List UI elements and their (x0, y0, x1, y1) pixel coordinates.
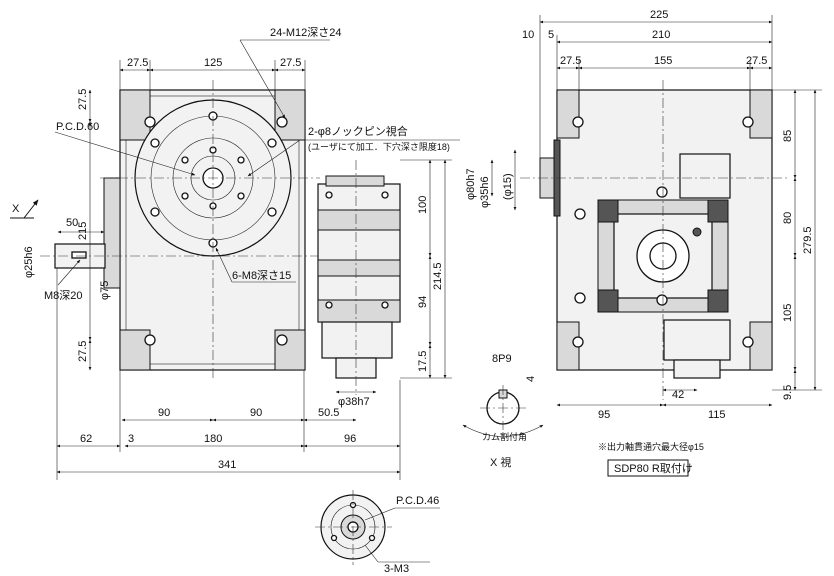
dim-top-mid: 125 (204, 57, 222, 69)
tap-note-2: 6-M8深さ15 (232, 269, 291, 282)
key-depth: 4 (525, 376, 537, 382)
dim-shaft-dia: φ25h6 (23, 246, 35, 278)
dim-right-27-5b: 27.5 (746, 55, 767, 67)
dim-bottom-180: 180 (204, 433, 222, 445)
view-arrow-label: X (12, 203, 20, 215)
bottom-detail (315, 490, 440, 565)
dim-right-105: 105 (782, 304, 794, 322)
dim-left-top: 27.5 (77, 89, 89, 110)
top-left-lug (119, 89, 151, 141)
dim-bore-80: φ80h7 (465, 168, 477, 200)
bottom-pcd-note: P.C.D.46 (396, 495, 439, 507)
dim-right-80: 80 (782, 212, 794, 224)
dim-right-95: 95 (598, 409, 610, 421)
dim-shaft-35: φ35h6 (479, 176, 491, 208)
dim-left-bottom: 27.5 (77, 341, 89, 362)
dim-overall-341: 341 (218, 459, 236, 471)
keyway-detail (462, 385, 544, 437)
bottom-detail-labels: P.C.D.46 3-M3 (384, 495, 439, 575)
dim-right-225: 225 (650, 9, 668, 21)
side-dimensions (335, 159, 452, 394)
dim-right-10: 10 (522, 29, 534, 41)
dim-bottom-90a: 90 (158, 407, 170, 419)
pcd-note: P.C.D.60 (56, 121, 99, 133)
cam-label: カム割付角 (482, 431, 527, 442)
right-labels: 225 10 5 210 27.5 155 27.5 φ35h6 (φ15) 8… (479, 9, 814, 475)
corner-hole (144, 334, 156, 346)
model-label: SDP80 R取付け (614, 462, 693, 475)
tapped-holes-note: 24-M12深さ24 (270, 26, 342, 39)
dim-right-27-5a: 27.5 (560, 55, 581, 67)
dim-right-5: 5 (548, 29, 554, 41)
right-view (520, 80, 790, 400)
dim-left-mid: 215 (77, 222, 89, 240)
bore-note: ※出力軸貫通穴最大径φ15 (598, 441, 704, 452)
dim-right-85: 85 (782, 130, 794, 142)
dim-shaft-length: 50 (66, 217, 78, 229)
view-label: X 視 (490, 455, 511, 469)
dim-shaft-38: φ38h7 (338, 396, 370, 408)
pin-note-1: 2-φ8ノックピン視合 (308, 124, 408, 138)
dim-boss-dia: φ75 (99, 281, 111, 300)
dim-top-left: 27.5 (127, 57, 148, 69)
bottom-left-lug (119, 329, 151, 371)
right-dimensions (490, 15, 822, 407)
side-view (317, 160, 401, 395)
dim-right-279-5: 279.5 (802, 226, 814, 254)
pin-note-2: (ユーザにて加工．下穴深さ限度18) (308, 141, 450, 152)
dim-side-214-5: 214.5 (432, 262, 444, 290)
dim-bottom-50-5: 50.5 (318, 407, 339, 419)
dim-right-210: 210 (652, 29, 670, 41)
corner-hole (276, 116, 288, 128)
front-dimensions (10, 39, 460, 480)
dim-right-155: 155 (654, 55, 672, 67)
dim-right-115: 115 (708, 409, 726, 421)
corner-hole (144, 116, 156, 128)
keyway-labels: 8P9 4 カム割付角 X 視 (482, 353, 537, 469)
dim-top-right: 27.5 (280, 57, 301, 69)
dim-right-9-5: 9.5 (782, 385, 794, 400)
dim-bottom-62: 62 (80, 433, 92, 445)
shaft-tap-note: M8深20 (44, 289, 83, 302)
dim-right-42: 42 (672, 389, 684, 401)
dim-shaft-15: (φ15) (502, 173, 514, 200)
input-boss (103, 177, 121, 289)
dim-side-94: 94 (417, 296, 429, 308)
corner-hole (276, 334, 288, 346)
model-label-box (607, 459, 689, 477)
side-housing (317, 183, 401, 323)
front-labels: 27.5 125 27.5 24-M12深さ24 P.C.D.60 2-φ8ノッ… (12, 26, 450, 471)
side-labels: 100 214.5 94 17.5 φ38h7 φ80h7 (338, 168, 477, 408)
dim-bottom-96: 96 (344, 433, 356, 445)
key-label: 8P9 (492, 353, 512, 365)
bottom-tap-note: 3-M3 (384, 563, 409, 575)
dim-side-17-5: 17.5 (417, 351, 429, 372)
side-bottom-flange (321, 321, 393, 359)
dim-bottom-3: 3 (128, 433, 134, 445)
dim-bottom-90b: 90 (250, 407, 262, 419)
top-right-lug (274, 89, 306, 141)
front-view (40, 80, 320, 380)
dim-side-100: 100 (417, 196, 429, 214)
